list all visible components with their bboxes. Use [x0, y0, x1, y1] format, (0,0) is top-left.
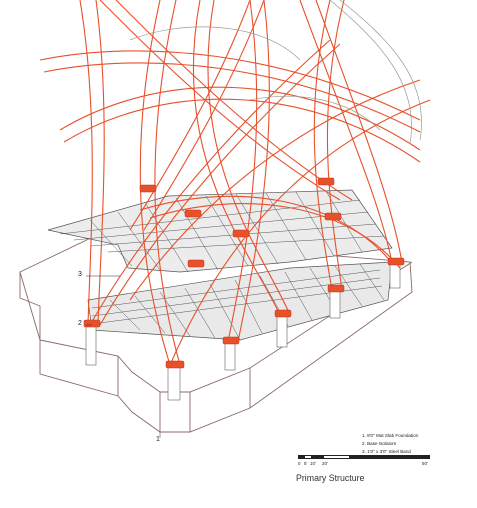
label-level-3: 3 — [78, 271, 82, 278]
isolator — [232, 229, 250, 238]
drawing-caption: Primary Structure — [296, 473, 365, 483]
scale-tick: 0 — [298, 461, 301, 466]
scale-bar: 0 5' 10' 20' 50' — [298, 455, 430, 469]
scale-bar-graphic — [298, 455, 430, 459]
isolator — [387, 257, 405, 266]
legend-item-3: 3. 1'0" x 3'0" Steel Band — [362, 449, 411, 454]
isolator — [187, 259, 205, 268]
isolator — [165, 360, 185, 369]
scale-tick: 50' — [422, 461, 428, 466]
isolator — [324, 212, 342, 221]
legend-item-2: 2. Base Isolators — [362, 441, 397, 446]
background-frame — [129, 0, 422, 145]
legend: 1. 8'0" Mat Slab Foundation 2. Base Isol… — [362, 432, 418, 456]
isolator — [139, 184, 157, 193]
isolator — [327, 284, 345, 293]
label-level-2: 2 — [78, 320, 82, 327]
upper-deck-grid — [47, 189, 393, 273]
piers — [85, 262, 401, 401]
scale-tick: 5' — [304, 461, 308, 466]
label-leaders — [86, 275, 161, 438]
isolator — [83, 319, 101, 328]
scale-tick: 10' — [310, 461, 316, 466]
isolator — [184, 209, 202, 218]
isolator — [274, 309, 292, 318]
scale-tick: 20' — [322, 461, 328, 466]
base-isolators — [83, 177, 405, 369]
legend-item-1: 1. 8'0" Mat Slab Foundation — [362, 433, 419, 438]
label-level-1: 1 — [156, 436, 160, 443]
isolator — [317, 177, 335, 186]
isolator — [222, 336, 240, 345]
